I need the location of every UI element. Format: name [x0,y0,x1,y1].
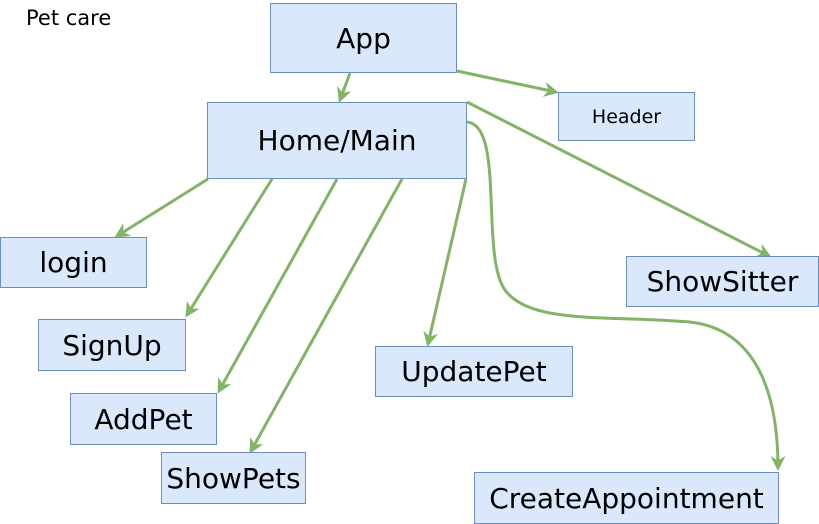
node-sign-up: SignUp [38,319,186,371]
edge-app-to-home-main [337,72,352,103]
node-header: Header [558,92,695,141]
node-header-label: Header [591,105,662,128]
edge-home-to-showsitter [466,100,772,258]
diagram-title: Pet care [26,6,112,30]
edge-home-to-addpet [217,178,339,394]
node-show-pets: ShowPets [161,452,306,504]
node-show-pets-label: ShowPets [166,461,301,495]
node-home-main: Home/Main [207,102,467,179]
edge-home-to-updatepet [423,178,468,347]
node-login-label: login [39,246,108,279]
node-home-main-label: Home/Main [257,124,417,157]
node-update-pet-label: UpdatePet [401,355,547,388]
edge-home-to-showpets [249,178,404,454]
edge-app-to-header [456,69,559,97]
node-sign-up-label: SignUp [62,328,162,362]
node-show-sitter-label: ShowSitter [646,265,799,298]
node-app: App [270,3,457,73]
node-add-pet: AddPet [70,393,217,445]
node-login: login [0,237,147,288]
node-add-pet-label: AddPet [94,402,193,436]
node-show-sitter: ShowSitter [626,256,819,307]
node-app-label: App [336,21,391,55]
edge-home-to-login [114,177,209,238]
node-create-appointment: CreateAppointment [474,472,779,524]
node-update-pet: UpdatePet [375,346,573,397]
node-create-appointment-label: CreateAppointment [489,481,764,515]
edge-home-to-createappointment [466,120,786,471]
edge-home-to-signup [185,178,274,318]
